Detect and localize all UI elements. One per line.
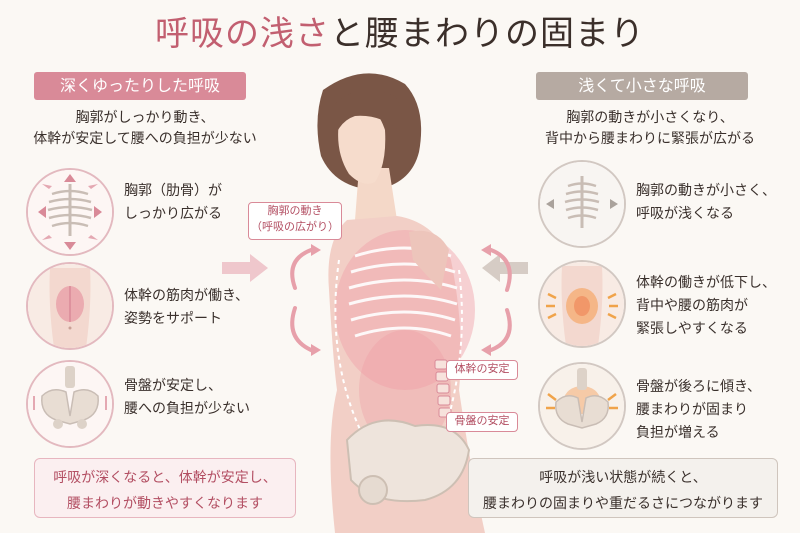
pelvis-tilt-icon (538, 362, 626, 450)
right-item-3-line-2: 腰まわりが固まり (636, 402, 748, 418)
left-item-2-line-1: 体幹の筋肉が働き、 (124, 288, 250, 304)
right-summary-line-2: 腰まわりの固まりや重だるさにつながります (483, 496, 763, 512)
left-item-1-line-2: しっかり広がる (124, 206, 222, 222)
left-item-2-line-2: 姿勢をサポート (124, 311, 222, 327)
page-title: 呼吸の浅さと腰まわりの固まり (0, 6, 800, 55)
rib-movement-label: 胸郭の動き （呼吸の広がり） (248, 202, 342, 240)
right-column-header: 浅くて小さな呼吸 (536, 72, 748, 100)
left-column-subtitle: 胸郭がしっかり動き、 体幹が安定して腰への負担が少ない (10, 108, 280, 150)
left-summary-line-2: 腰まわりが動きやすくなります (67, 496, 263, 512)
left-item-3-line-2: 腰への負担が少ない (124, 401, 250, 417)
ribcage-expand-icon (26, 168, 114, 256)
left-item-1-line-1: 胸郭（肋骨）が (124, 183, 222, 199)
right-item-2-line-2: 背中や腰の筋肉が (636, 298, 748, 314)
left-column-header: 深くゆったりした呼吸 (34, 72, 246, 100)
right-item-3-line-1: 骨盤が後ろに傾き、 (636, 379, 762, 395)
rib-label-line-1: 胸郭の動き (267, 204, 323, 217)
woman-figure-illustration (290, 73, 512, 533)
left-subtitle-line-1: 胸郭がしっかり動き、 (75, 110, 215, 126)
left-item-3-line-1: 骨盤が安定し、 (124, 378, 222, 394)
trunk-stability-label: 体幹の安定 (446, 360, 518, 380)
right-item-1-text: 胸郭の動きが小さく、 呼吸が浅くなる (636, 180, 776, 226)
left-item-3-text: 骨盤が安定し、 腰への負担が少ない (124, 375, 250, 421)
title-rest: と腰まわりの固まり (330, 14, 645, 54)
right-summary-box: 呼吸が浅い状態が続くと、 腰まわりの固まりや重だるさにつながります (468, 458, 778, 518)
left-item-1-text: 胸郭（肋骨）が しっかり広がる (124, 180, 222, 226)
right-summary-line-1: 呼吸が浅い状態が続くと、 (539, 470, 707, 486)
right-subtitle-line-1: 胸郭の動きが小さくなり、 (566, 110, 734, 126)
right-item-2-line-1: 体幹の働きが低下し、 (636, 275, 776, 291)
left-item-2-text: 体幹の筋肉が働き、 姿勢をサポート (124, 285, 249, 331)
pelvis-stable-icon (26, 360, 114, 448)
left-subtitle-line-2: 体幹が安定して腰への負担が少ない (33, 131, 257, 147)
right-item-1-line-2: 呼吸が浅くなる (636, 206, 734, 222)
right-column-subtitle: 胸郭の動きが小さくなり、 背中から腰まわりに緊張が広がる (515, 108, 785, 150)
right-item-2-text: 体幹の働きが低下し、 背中や腰の筋肉が 緊張しやすくなる (636, 272, 776, 341)
left-summary-line-1: 呼吸が深くなると、体幹が安定し、 (53, 470, 277, 486)
back-tension-icon (538, 260, 626, 348)
torso-muscle-icon (26, 262, 114, 350)
arrow-right-icon (222, 254, 268, 282)
right-item-1-line-1: 胸郭の動きが小さく、 (636, 183, 776, 199)
title-accent: 呼吸の浅さ (155, 14, 330, 54)
right-subtitle-line-2: 背中から腰まわりに緊張が広がる (545, 131, 755, 147)
right-item-3-text: 骨盤が後ろに傾き、 腰まわりが固まり 負担が増える (636, 376, 761, 445)
pelvis-stability-label: 骨盤の安定 (446, 412, 518, 432)
arrow-left-icon (482, 254, 528, 282)
right-item-2-line-3: 緊張しやすくなる (636, 321, 748, 337)
left-summary-box: 呼吸が深くなると、体幹が安定し、 腰まわりが動きやすくなります (34, 458, 296, 518)
ribcage-small-icon (538, 160, 626, 248)
rib-label-line-2: （呼吸の広がり） (251, 220, 339, 233)
right-item-3-line-3: 負担が増える (636, 425, 720, 441)
